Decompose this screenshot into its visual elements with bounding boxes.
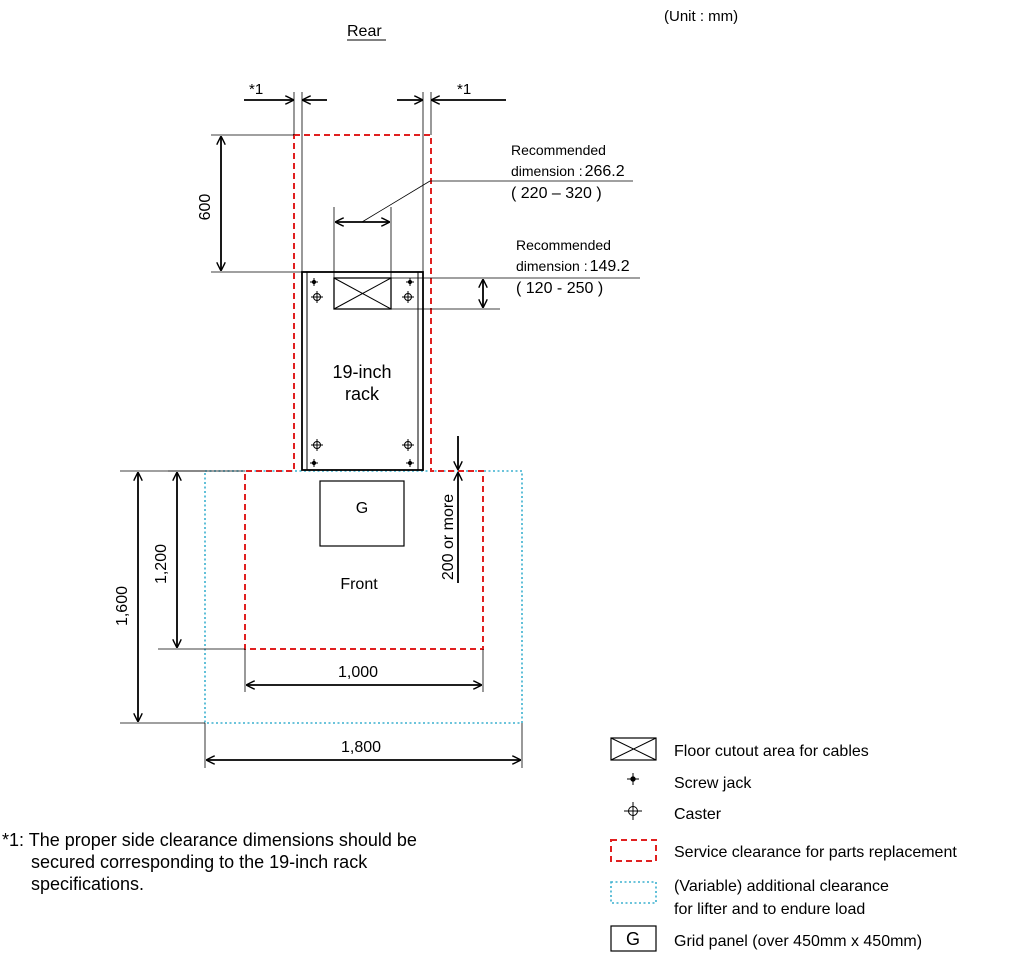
legend-grid-label: Grid panel (over 450mm x 450mm) [674,933,922,950]
legend-variable-swatch [610,881,657,904]
cutout-width-line1: Recommended [511,142,606,158]
dim-1000-label: 1,000 [338,664,378,681]
cutout-width-range: ( 220 – 320 ) [511,185,602,202]
unit-label: (Unit : mm) [664,8,738,25]
legend-caster-icon [624,802,642,820]
cutout-depth-line2: dimension :149.2 [516,258,630,275]
dimension-600 [211,134,302,273]
dim-1200-label: 1,200 [153,544,170,584]
legend-screw-jack-label: Screw jack [674,775,752,792]
cutout-width-dimension [333,180,633,278]
screw-jack-icon [310,278,414,467]
rack-label-line1: 19-inch [332,362,391,382]
legend-cutout-label: Floor cutout area for cables [674,743,869,760]
dimension-1200 [158,470,245,650]
grid-panel-letter: G [356,500,368,517]
side-clearance-marker-right: *1 [457,81,471,98]
legend-grid-letter: G [626,929,640,949]
legend-cutout-icon [610,737,657,761]
legend-caster-label: Caster [674,806,722,823]
side-clearance-marker-left: *1 [249,81,263,98]
legend-service-swatch [610,839,657,862]
variable-clearance-area [204,470,523,724]
grid-panel [319,480,405,547]
cutout-depth-range: ( 120 - 250 ) [516,280,603,297]
legend-screw-jack-icon [627,773,639,785]
legend-service-label: Service clearance for parts replacement [674,844,957,861]
dimension-1000 [244,649,484,692]
rack-label-line2: rack [345,384,380,404]
dim-1800-label: 1,800 [341,739,381,756]
footnote-line1: *1: The proper side clearance dimensions… [2,830,417,850]
footnote-line3: specifications. [31,874,144,894]
legend-variable-line1: (Variable) additional clearance [674,878,889,895]
caster-icon [311,291,414,451]
rear-label: Rear [347,23,382,40]
front-label: Front [340,576,378,593]
dim-600-label: 600 [197,194,214,221]
dim-200-label: 200 or more [440,494,457,580]
cutout-width-line2: dimension :266.2 [511,163,625,180]
dimension-1600 [120,470,205,724]
dimension-1800 [204,723,523,768]
floor-cutout [333,277,392,310]
cutout-depth-dimension [391,277,640,310]
dim-1600-label: 1,600 [114,586,131,626]
footnote-line2: secured corresponding to the 19-inch rac… [31,852,368,872]
legend-grid-icon [610,925,657,952]
legend: Floor cutout area for cables Screw jack … [610,737,957,952]
cutout-depth-line1: Recommended [516,237,611,253]
side-clearance-dimension [244,92,506,272]
legend-variable-line2: for lifter and to endure load [674,901,865,918]
